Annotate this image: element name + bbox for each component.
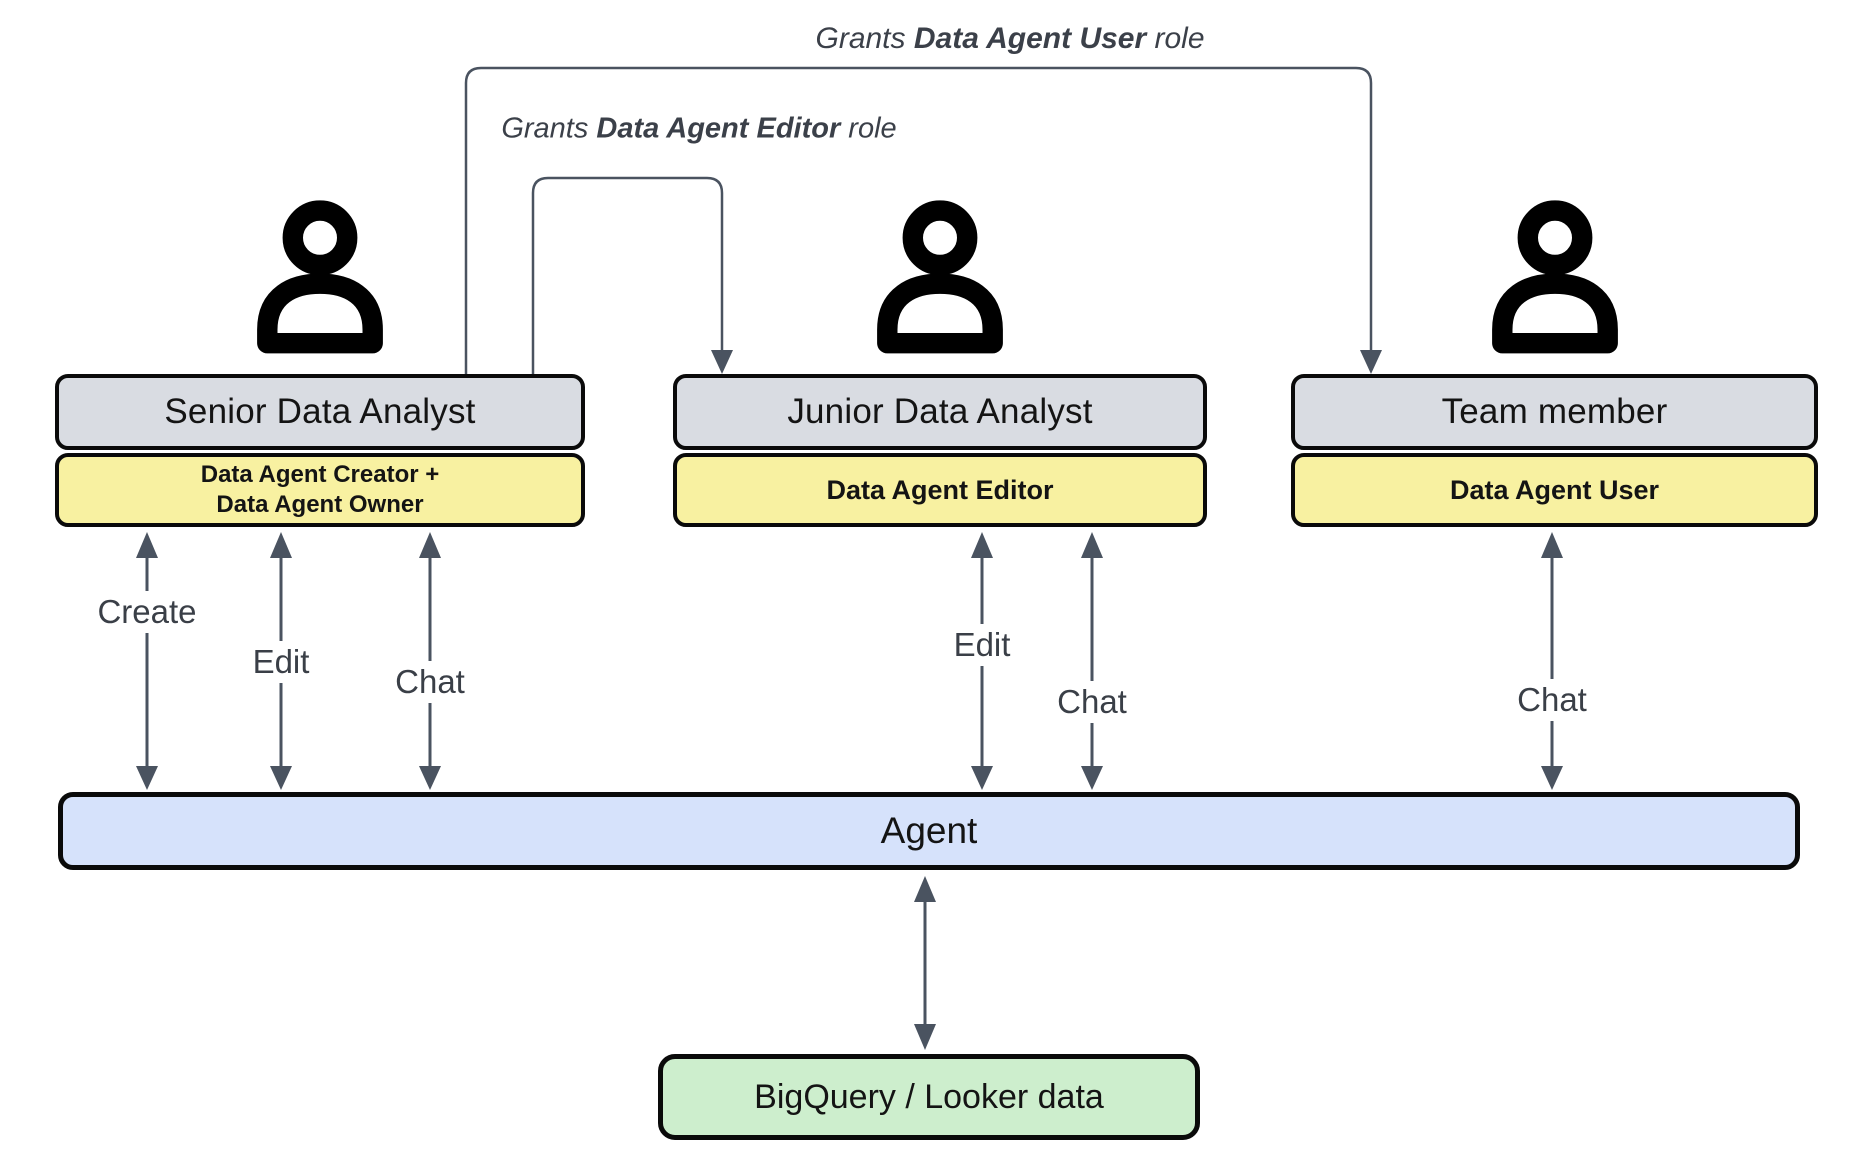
agent-data-arrowhead-down — [914, 1024, 936, 1050]
edit-label-senior: Edit — [244, 641, 318, 683]
chat-label-junior: Chat — [1049, 681, 1135, 723]
edit-label-junior: Edit — [945, 624, 1019, 666]
person-icon — [257, 200, 383, 354]
role-badge-team-member: Data Agent User — [1291, 453, 1818, 527]
chat-arrowhead-down-senior — [419, 766, 441, 790]
create-arrowhead-down-senior — [136, 766, 158, 790]
grant-user-arrowhead — [1360, 350, 1382, 374]
grant-user-label: Grants Data Agent User role — [809, 22, 1211, 56]
person-icon — [877, 200, 1003, 354]
agent-data-arrowhead-up — [914, 876, 936, 902]
role-badge-senior: Data Agent Creator + Data Agent Owner — [55, 453, 585, 527]
actor-title-team-member: Team member — [1291, 374, 1818, 450]
chat-arrowhead-up-team — [1541, 532, 1563, 558]
create-arrowhead-up-senior — [136, 532, 158, 558]
bigquery-looker-data-box: BigQuery / Looker data — [658, 1054, 1200, 1140]
grant-editor-label: Grants Data Agent Editor role — [495, 112, 903, 146]
person-icon — [1491, 200, 1618, 354]
actor-junior-data-analyst: Junior Data Analyst Data Agent Editor — [673, 0, 1207, 600]
chat-label-team: Chat — [1509, 679, 1595, 721]
role-line-1: Data Agent Creator + — [200, 461, 440, 488]
actor-title-junior: Junior Data Analyst — [673, 374, 1207, 450]
role-line-2: Data Agent Owner — [216, 491, 424, 518]
actor-team-member: Team member Data Agent User — [1291, 0, 1818, 600]
grant-editor-suffix: role — [840, 112, 897, 145]
grant-editor-prefix: Grants — [501, 112, 597, 145]
grant-editor-role-name: Data Agent Editor — [596, 112, 841, 145]
edit-arrowhead-down-junior — [971, 766, 993, 790]
edit-arrowhead-down-senior — [270, 766, 292, 790]
role-badge-junior: Data Agent Editor — [673, 453, 1207, 527]
chat-arrowhead-up-junior — [1081, 532, 1103, 558]
grant-user-role-name: Data Agent User — [913, 22, 1147, 55]
chat-label-senior: Chat — [387, 661, 473, 703]
edit-arrowhead-up-senior — [270, 532, 292, 558]
chat-arrowhead-down-team — [1541, 766, 1563, 790]
actor-senior-data-analyst: Senior Data Analyst Data Agent Creator +… — [55, 0, 585, 600]
edit-arrowhead-up-junior — [971, 532, 993, 558]
chat-arrowhead-up-senior — [419, 532, 441, 558]
grant-user-prefix: Grants — [815, 22, 914, 55]
grant-user-suffix: role — [1146, 22, 1205, 55]
grant-editor-arrowhead — [711, 350, 733, 374]
agent-bar: Agent — [58, 792, 1800, 870]
grant-user-connector — [464, 66, 1373, 374]
create-label-senior: Create — [89, 591, 205, 633]
actor-title-senior: Senior Data Analyst — [55, 374, 585, 450]
chat-arrowhead-down-junior — [1081, 766, 1103, 790]
grant-editor-connector — [531, 176, 724, 374]
